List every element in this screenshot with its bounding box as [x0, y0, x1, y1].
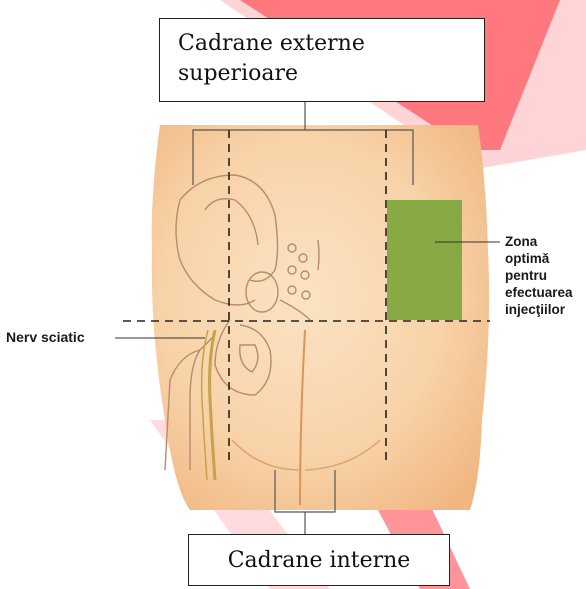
optimal-zone-label-line: Zona — [505, 233, 585, 250]
upper-outer-quadrants-label-line2: superioare — [178, 59, 466, 89]
optimal-zone-label: Zona optimă pentru efectuarea injecţiilo… — [505, 233, 585, 318]
optimal-zone-area — [387, 200, 462, 320]
optimal-zone-label-line: optimă — [505, 250, 585, 267]
inner-quadrants-label: Cadrane interne — [228, 548, 411, 573]
upper-outer-quadrants-label-line1: Cadrane externe — [178, 29, 466, 59]
sciatic-nerve-label: Nerv sciatic — [6, 329, 85, 345]
optimal-zone-label-line: pentru — [505, 267, 585, 284]
inner-quadrants-box: Cadrane interne — [188, 534, 450, 586]
optimal-zone-label-line: efectuarea — [505, 284, 585, 301]
optimal-zone-label-line: injecţiilor — [505, 301, 585, 318]
upper-outer-quadrants-box: Cadrane externe superioare — [159, 18, 485, 102]
